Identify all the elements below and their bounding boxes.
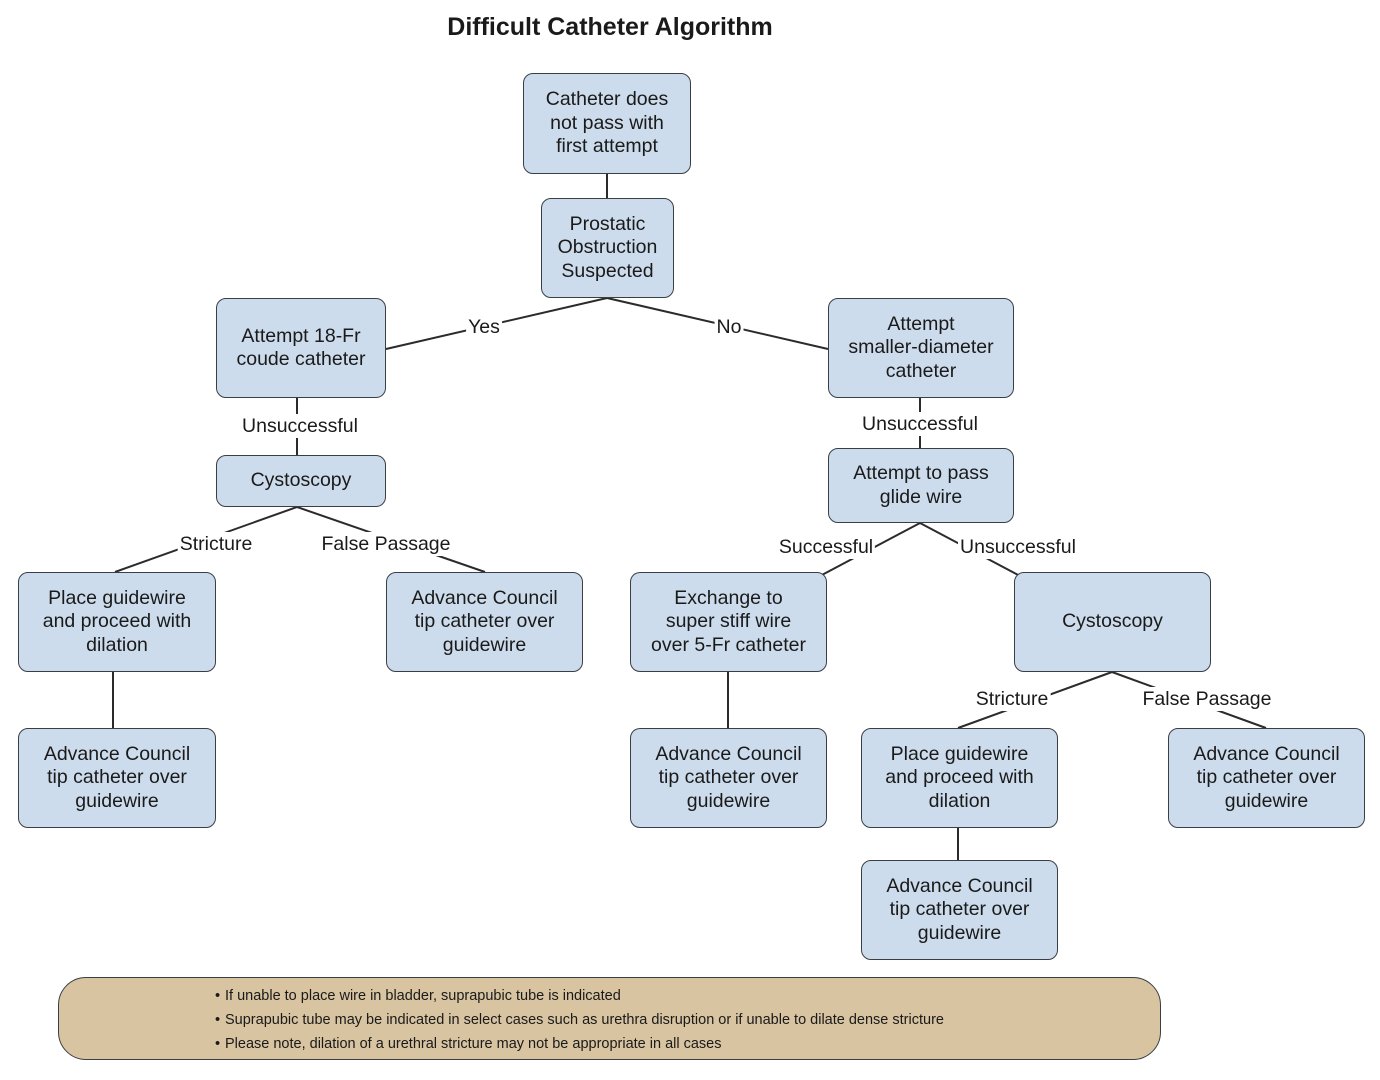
- edge-label-stricture-right: Stricture: [973, 687, 1051, 711]
- node-prostatic-obstruction: Prostatic Obstruction Suspected: [541, 198, 674, 298]
- note-item: •If unable to place wire in bladder, sup…: [215, 988, 621, 1004]
- node-cystoscopy-left: Cystoscopy: [216, 455, 386, 507]
- notes-list: •If unable to place wire in bladder, sup…: [215, 984, 944, 1056]
- node-advance-council-dilation-left: Advance Council tip catheter over guidew…: [18, 728, 216, 828]
- edge-label-stricture-left: Stricture: [177, 532, 255, 556]
- edge-label-unsuccessful-glide: Unsuccessful: [958, 535, 1078, 559]
- node-advance-council-false-passage-left: Advance Council tip catheter over guidew…: [386, 572, 583, 672]
- node-exchange-super-stiff-wire: Exchange to super stiff wire over 5-Fr c…: [630, 572, 827, 672]
- node-advance-council-false-passage-right: Advance Council tip catheter over guidew…: [1168, 728, 1365, 828]
- node-cystoscopy-right: Cystoscopy: [1014, 572, 1211, 672]
- edge-label-unsuccessful-left: Unsuccessful: [240, 414, 360, 438]
- node-attempt-coude: Attempt 18-Fr coude catheter: [216, 298, 386, 398]
- edge-label-false-passage-left: False Passage: [319, 532, 453, 556]
- note-item: •Please note, dilation of a urethral str…: [215, 1036, 722, 1052]
- node-advance-council-exchange: Advance Council tip catheter over guidew…: [630, 728, 827, 828]
- node-catheter-does-not-pass: Catheter does not pass with first attemp…: [523, 73, 691, 174]
- node-advance-council-dilation-right: Advance Council tip catheter over guidew…: [861, 860, 1058, 960]
- edge-label-yes: Yes: [466, 315, 502, 339]
- node-attempt-smaller-catheter: Attempt smaller-diameter catheter: [828, 298, 1014, 398]
- edge-label-no: No: [714, 315, 744, 339]
- diagram-title: Difficult Catheter Algorithm: [447, 13, 773, 41]
- notes-box: •If unable to place wire in bladder, sup…: [58, 977, 1161, 1060]
- node-attempt-glide-wire: Attempt to pass glide wire: [828, 448, 1014, 523]
- edge-label-successful: Successful: [776, 535, 876, 559]
- edge-label-unsuccessful-right: Unsuccessful: [860, 412, 980, 436]
- node-place-guidewire-left: Place guidewire and proceed with dilatio…: [18, 572, 216, 672]
- node-place-guidewire-right: Place guidewire and proceed with dilatio…: [861, 728, 1058, 828]
- note-item: •Suprapubic tube may be indicated in sel…: [215, 1012, 944, 1028]
- edge-label-false-passage-right: False Passage: [1140, 687, 1274, 711]
